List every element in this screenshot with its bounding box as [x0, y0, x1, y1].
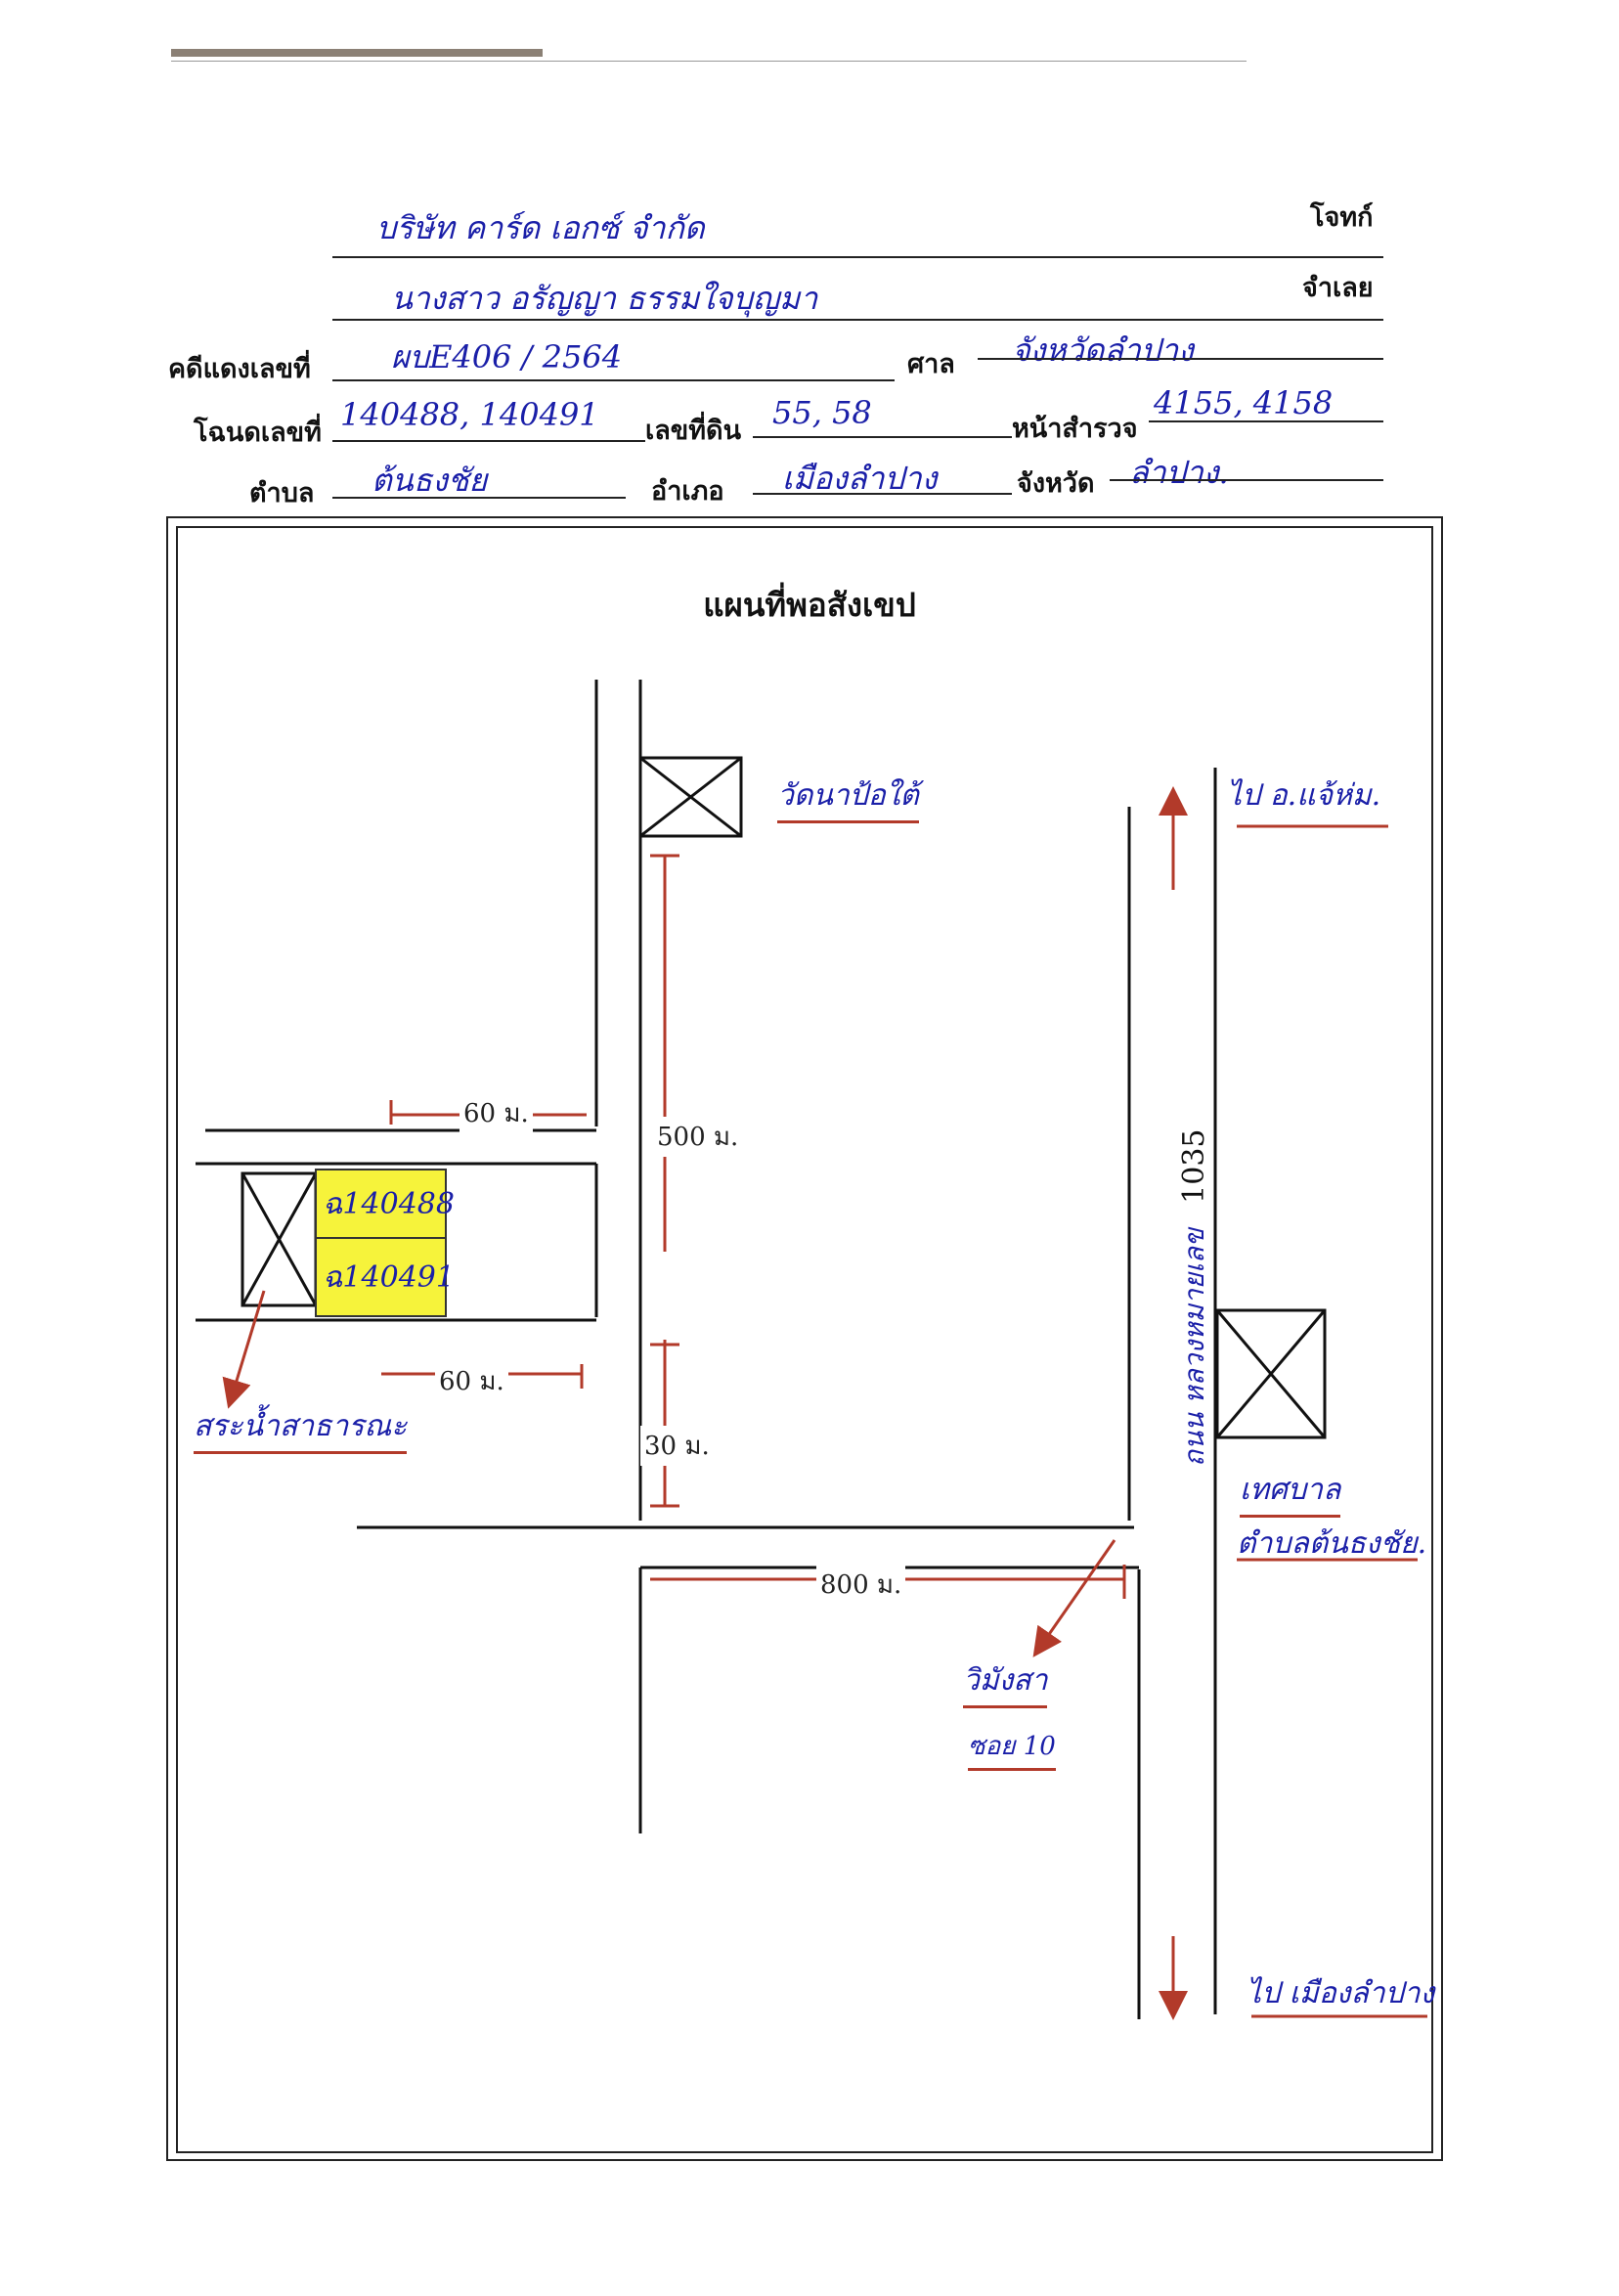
dist-800: 800 ม. [816, 1565, 906, 1605]
pond-label: สระน้ำสาธารณะ [194, 1403, 408, 1454]
deed-value: 140488, 140491 [340, 396, 599, 433]
dist-500: 500 ม. [653, 1117, 743, 1157]
case-value: ผบE406 / 2564 [391, 338, 623, 375]
district-line [753, 493, 1012, 495]
court-label: ศาล [907, 349, 955, 379]
municipality-line1: เทศบาล [1240, 1467, 1341, 1518]
land-no-line [753, 436, 1012, 438]
to-south-label: ไป เมืองลำปาง [1247, 1976, 1435, 2010]
court-value: จังหวัดลำปาง [1012, 331, 1194, 369]
road-name: ถนน หลวงหมายเลข [1178, 1227, 1210, 1467]
map-frame-inner [176, 526, 1433, 2153]
to-north-label: ไป อ.แจ้ห่ม. [1227, 778, 1381, 813]
plaintiff-line [332, 256, 1383, 258]
province-line [1110, 479, 1383, 481]
court-line [978, 358, 1383, 360]
municipality-line2: ตำบลต้นธงชัย. [1237, 1526, 1427, 1561]
district-label: อำเภอ [651, 476, 724, 507]
survey-line [1149, 420, 1383, 422]
deed-label: โฉนดเลขที่ [194, 418, 322, 448]
wat-label: วิมังสา [963, 1657, 1048, 1708]
survey-value: 4155, 4158 [1154, 384, 1334, 421]
defendant-label: จำเลย [1302, 273, 1374, 303]
province-label: จังหวัด [1017, 468, 1095, 499]
temple-box [638, 756, 743, 838]
deed-line [332, 440, 645, 442]
dist-bottom-left: 60 ม. [435, 1361, 508, 1401]
scan-edge-line [171, 61, 1247, 62]
subdistrict-line [332, 497, 626, 499]
dist-30: 30 ม. [640, 1426, 714, 1466]
district-value: เมืองลำปาง [782, 460, 938, 497]
plaintiff-value: บริษัท คาร์ด เอกซ์ จำกัด [376, 209, 705, 246]
parcel-140491: ฉ140491 [315, 1239, 455, 1317]
subdistrict-value: ต้นธงชัย [372, 462, 488, 499]
map-title: แผนที่พอสังเขป [703, 586, 916, 624]
road-name-group: ถนน หลวงหมายเลข 1035 [1173, 1076, 1212, 1467]
scan-edge-mark [171, 49, 543, 57]
temple-label: วัดนาป้อใต้ [777, 773, 919, 823]
defendant-line [332, 319, 1383, 321]
case-label: คดีแดงเลขที่ [168, 354, 311, 384]
case-line [332, 379, 895, 381]
parcel-140491-label: ฉ140491 [323, 1259, 455, 1295]
plaintiff-label: โจทก์ [1310, 202, 1374, 233]
land-no-value: 55, 58 [772, 394, 872, 431]
survey-label: หน้าสำรวจ [1012, 414, 1138, 444]
map-frame-outer [166, 516, 1443, 2161]
road-number: 1035 [1177, 1128, 1211, 1204]
municipality-box [1215, 1308, 1327, 1439]
subdistrict-label: ตำบล [249, 478, 315, 508]
province-value: ลำปาง. [1129, 454, 1229, 491]
defendant-value: นางสาว อรัญญา ธรรมใจบุญมา [391, 280, 818, 317]
land-no-label: เลขที่ดิน [645, 416, 742, 446]
parcel-140488-label: ฉ140488 [323, 1186, 455, 1221]
dist-top-left: 60 ม. [459, 1093, 533, 1133]
parcel-140488: ฉ140488 [315, 1169, 455, 1239]
soi-label: ซอย 10 [968, 1726, 1056, 1771]
